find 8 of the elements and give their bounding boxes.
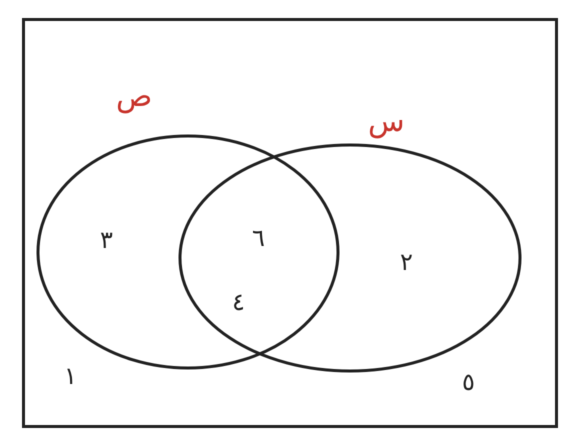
set-label: س <box>368 107 405 137</box>
region-number: ١ <box>64 364 77 388</box>
region-number: ٥ <box>462 370 475 394</box>
region-number: ٢ <box>400 250 413 274</box>
region-number: ٤ <box>232 290 245 314</box>
set-label: ص <box>116 82 152 112</box>
region-number: ٦ <box>252 226 265 250</box>
region-number: ٣ <box>100 228 113 252</box>
